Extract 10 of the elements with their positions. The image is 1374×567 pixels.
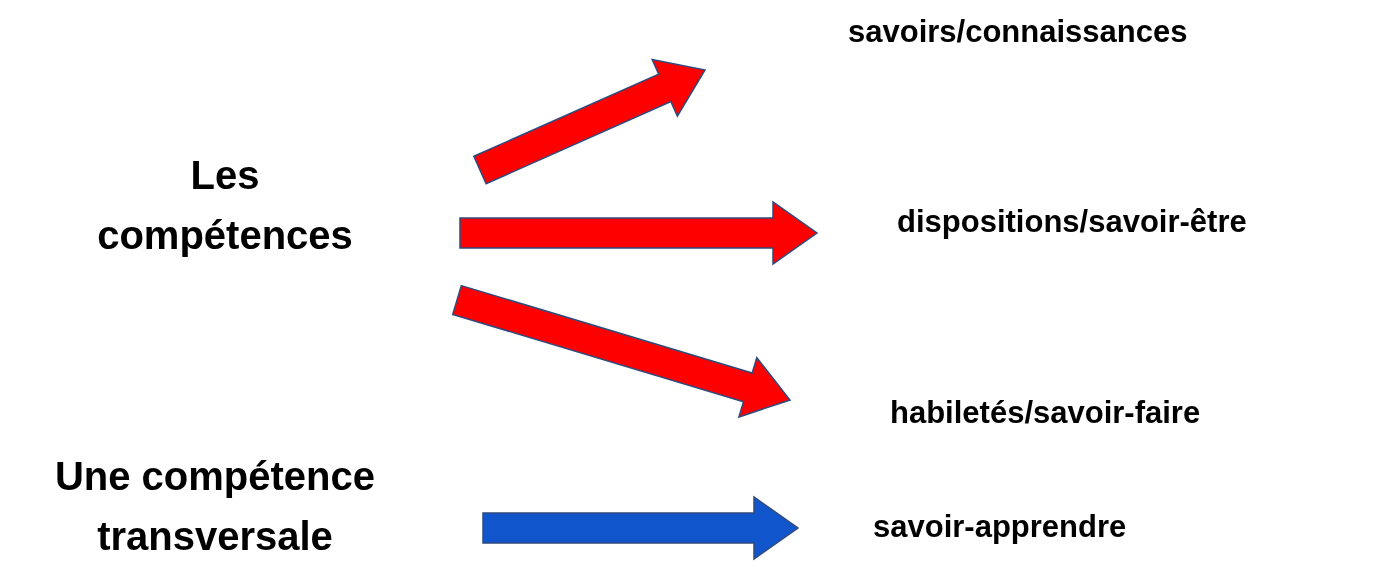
block-arrow [451, 284, 792, 419]
block-arrow [472, 58, 707, 185]
node-text: savoir-apprendre [873, 507, 1127, 547]
node-text: savoirs/connaissances [848, 12, 1188, 52]
block-arrow [459, 200, 819, 266]
node-text: habiletés/savoir-faire [890, 393, 1201, 433]
node-text: dispositions/savoir-être [897, 202, 1247, 242]
node-text: Les compétences [75, 145, 375, 265]
node-text: Une compétence transversale [0, 446, 430, 566]
block-arrow [482, 495, 800, 561]
